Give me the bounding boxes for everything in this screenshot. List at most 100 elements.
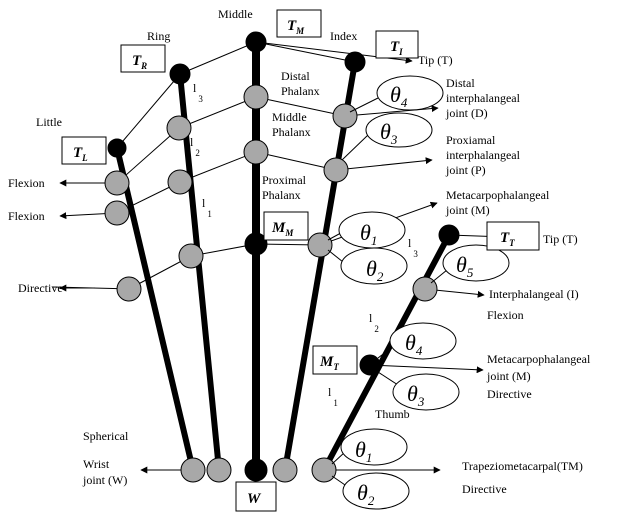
flexion-label-a: Flexion [8, 176, 45, 190]
bones [114, 38, 452, 474]
tm-directive-label: Directive [462, 482, 507, 496]
thumb-ip-label: Interphalangeal (I) [489, 287, 579, 301]
little-base-joint [180, 457, 206, 483]
dip-label-2: interphalangeal [446, 91, 521, 105]
middle-pip-joint [243, 139, 269, 165]
finger-label-index: Index [330, 29, 357, 43]
theta3-index: θ3 [380, 119, 398, 147]
link-l3-ring: l3 [193, 81, 203, 104]
t-r-box [120, 44, 166, 73]
little-tip-joint [107, 138, 127, 158]
theta4-thumb: θ4 [405, 330, 423, 358]
proximal-phalanx-label-1: Proximal [262, 173, 307, 187]
theta3-index-bubble [365, 112, 433, 148]
little-mcp-joint [116, 276, 142, 302]
svg-text:TI: TI [390, 39, 403, 57]
middle-dip-joint [243, 84, 269, 110]
pip-arrow [335, 157, 433, 171]
distal-phalanx-label-1: Distal [281, 69, 310, 83]
wrist-joint [244, 458, 268, 482]
link-l2-thumb: l2 [369, 311, 379, 334]
flexion-label-b: Flexion [8, 209, 45, 223]
middle-mcp-joint [244, 232, 268, 256]
svg-text:TM: TM [287, 18, 305, 36]
theta5-thumb: θ5 [456, 252, 474, 280]
finger-label-ring: Ring [147, 29, 170, 43]
ring-base-joint [206, 457, 232, 483]
theta3-thumb: θ3 [407, 381, 425, 409]
theta4-thumb-bubble [389, 322, 457, 360]
distal-phalanx-label-2: Phalanx [281, 84, 320, 98]
theta5-thumb-bubble [442, 244, 510, 282]
theta2-tm: θ2 [357, 480, 375, 508]
middle-tip-joint [245, 31, 267, 53]
pip-label-3: joint (P) [445, 163, 486, 177]
pip-label-1: Proxiamal [446, 133, 496, 147]
svg-text:W: W [247, 491, 262, 507]
index-pip-joint [323, 157, 349, 183]
theta1-mcp: θ1 [360, 220, 377, 248]
link-l3-thumb: l3 [408, 236, 418, 259]
thumb-tip-label: Tip (T) [543, 232, 578, 246]
dip-arrow [344, 105, 439, 117]
little-pip-joint [104, 200, 130, 226]
proximal-phalanx-label-2: Phalanx [262, 188, 301, 202]
theta4-index-bubble [376, 75, 444, 111]
wrist-label-2: joint (W) [82, 473, 127, 487]
w-box [235, 481, 277, 512]
index-mcp-joint [307, 232, 333, 258]
m-m-box [263, 211, 309, 241]
theta-labels: θ4 θ3 θ1 θ2 θ5 θ4 θ3 θ1 θ2 [355, 82, 474, 508]
wrist-label-1: Wrist [83, 457, 110, 471]
thumb-directive-label: Directive [487, 387, 532, 401]
theta-bubbles [327, 75, 510, 510]
pip-label-2: interphalangeal [446, 148, 521, 162]
link-l2-ring: l2 [190, 135, 200, 158]
thumb-mcp-arrow [369, 364, 484, 374]
svg-text:TT: TT [500, 230, 515, 248]
dip-label-3: joint (D) [445, 106, 488, 120]
link-labels: l3 l2 l1 l3 l2 l1 [190, 81, 418, 408]
thumb-tip-joint [438, 224, 460, 246]
t-l-box [61, 136, 107, 165]
dip-label-1: Distal [446, 76, 475, 90]
svg-text:TR: TR [132, 53, 147, 71]
directive-label-left: Directive [18, 281, 63, 295]
tip-label: Tip (T) [418, 53, 453, 67]
boxed-symbols: TM TR TI TL MM TT MT W [61, 9, 540, 512]
text-labels: Middle Ring Index Little Thumb Tip (T) D… [8, 7, 591, 496]
finger-label-thumb: Thumb [375, 407, 410, 421]
svg-text:MT: MT [319, 354, 339, 372]
thumb-bone [321, 232, 452, 473]
middle-phalanx-label-2: Phalanx [272, 125, 311, 139]
thumb-mcp-joint [359, 354, 381, 376]
m-t-box [312, 345, 358, 375]
middle-phalanx-label-1: Middle [272, 110, 307, 124]
mcp-label-1: Metacarpophalangeal [446, 188, 550, 202]
index-base-joint [272, 457, 298, 483]
theta2-mcp-bubble [340, 247, 408, 285]
mcp-label-2: joint (M) [445, 203, 490, 217]
thumb-flexion-label: Flexion [487, 308, 524, 322]
ring-tip-joint [169, 63, 191, 85]
link-l1-ring: l1 [202, 196, 212, 219]
tm-label: Trapeziometacarpal(TM) [462, 459, 583, 473]
t-i-box [375, 30, 419, 59]
t-t-box [486, 221, 540, 251]
finger-label-little: Little [36, 115, 62, 129]
ring-mcp-joint [178, 243, 204, 269]
svg-text:MM: MM [271, 220, 294, 238]
t-m-box [276, 9, 322, 38]
finger-label-middle: Middle [218, 7, 253, 21]
theta3-thumb-bubble [392, 373, 460, 411]
link-l1-thumb: l1 [328, 385, 338, 408]
thumb-mcp-label-2: joint (M) [486, 369, 531, 383]
theta1-tm-bubble [340, 428, 408, 466]
thumb-mcp-label-1: Metacarpophalangeal [487, 352, 591, 366]
theta2-tm-bubble [342, 472, 410, 510]
ring-finger-bone [177, 71, 222, 473]
theta1-tm: θ1 [355, 437, 372, 465]
index-finger-bone [282, 59, 358, 473]
little-finger-bone [114, 145, 196, 473]
